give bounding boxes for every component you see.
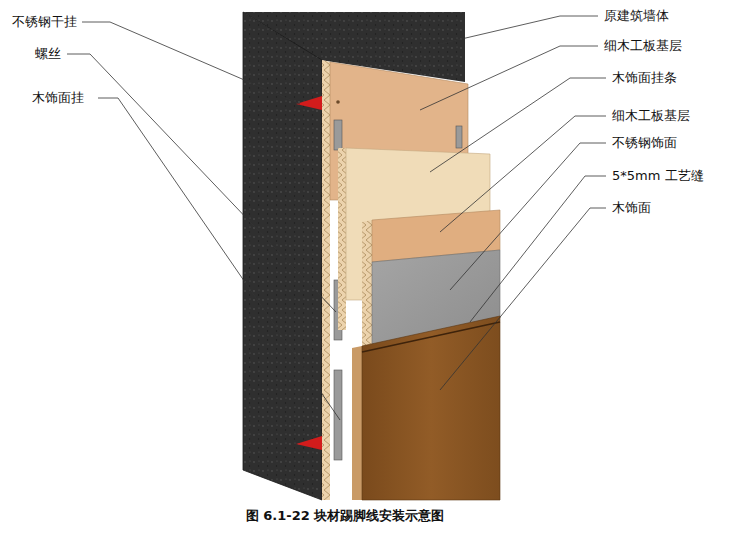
part-label: 不锈钢干挂 (12, 14, 77, 30)
figure-caption: 图 6.1-22 块材踢脚线安装示意图 (246, 508, 445, 524)
part-label: 木饰面挂 (32, 90, 84, 106)
leader-lines (67, 16, 606, 420)
part-label: 木饰面 (612, 200, 651, 216)
part-label: 木饰面挂条 (612, 70, 677, 86)
part-label: 细木工板基层 (604, 38, 682, 54)
red-anchors (296, 96, 322, 450)
part-label: 原建筑墙体 (604, 8, 669, 24)
part-label: 细木工板基层 (612, 108, 690, 124)
part-label: 5*5mm 工艺缝 (612, 168, 704, 184)
part-label: 不锈钢饰面 (612, 135, 677, 151)
part-label: 螺丝 (35, 46, 61, 62)
